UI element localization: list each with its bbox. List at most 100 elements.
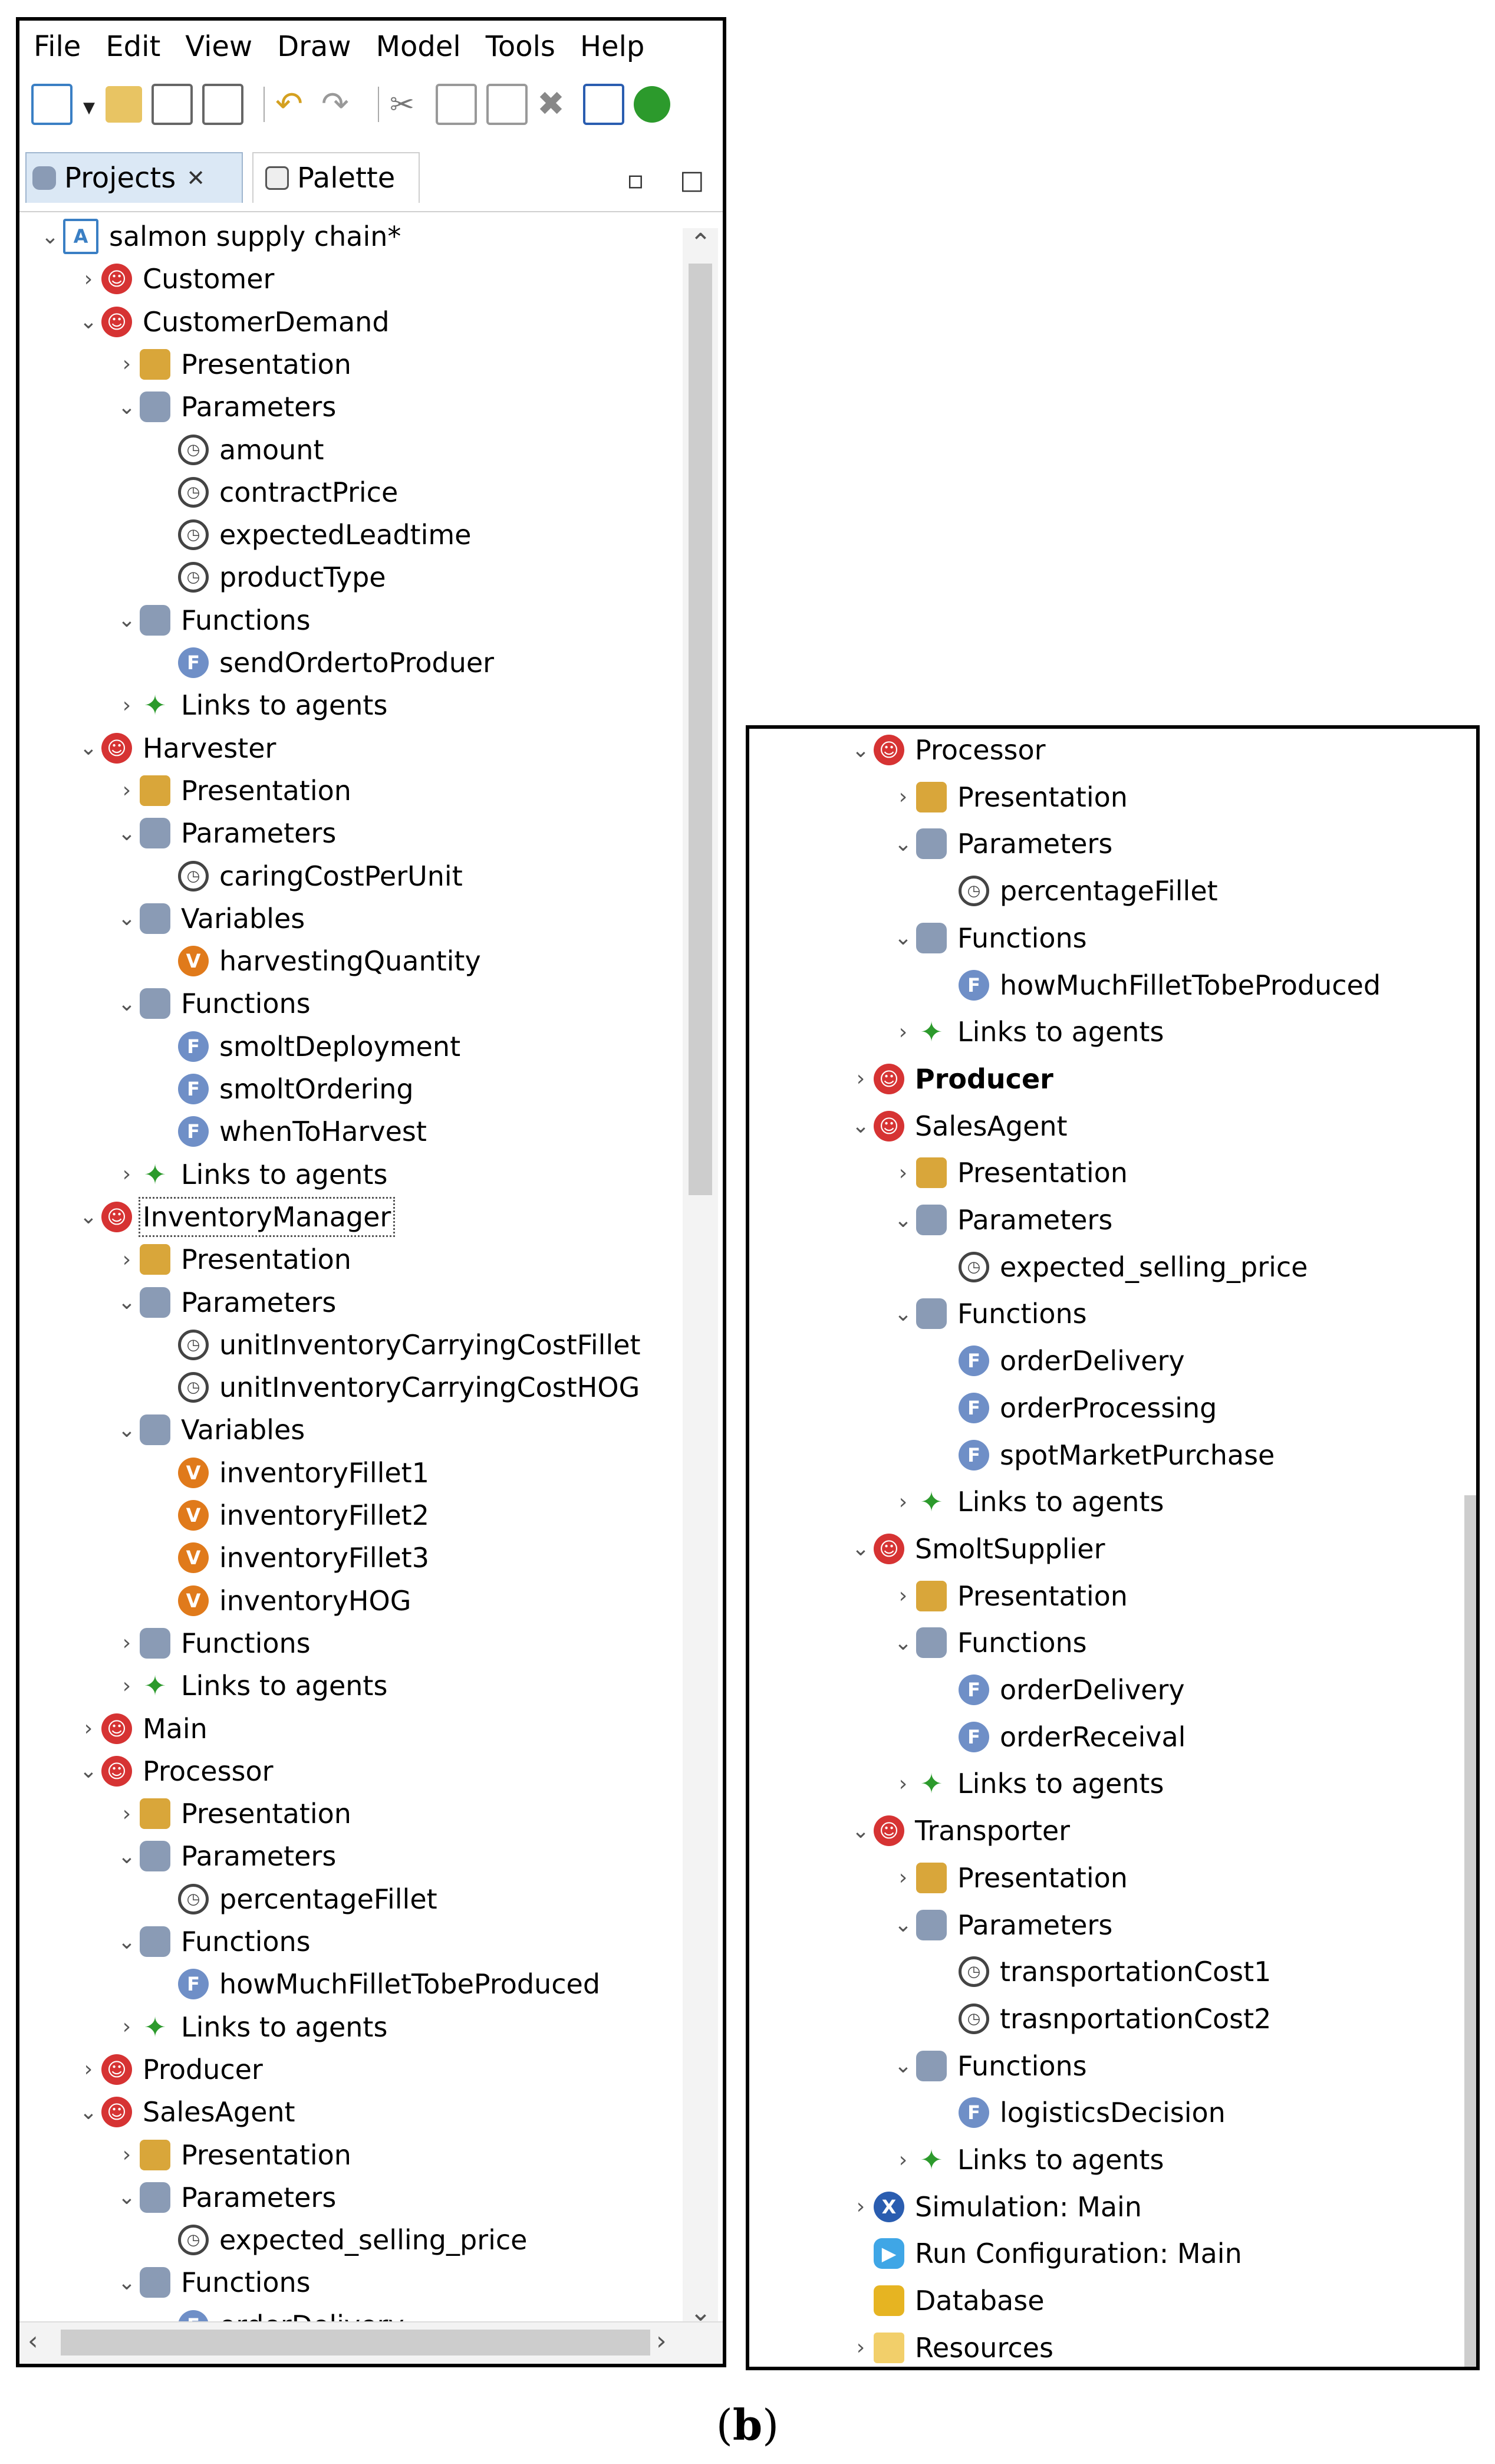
chevron-right-icon[interactable]: › — [122, 1162, 131, 1187]
tree-item[interactable]: ›☺Customer — [75, 258, 275, 300]
minimize-icon[interactable]: ▫ — [627, 165, 644, 195]
tree-item[interactable]: ⌄☺Processor — [848, 729, 1046, 771]
tree-item[interactable]: ⌄☺InventoryManager — [75, 1196, 396, 1238]
redo-icon[interactable]: ↷ — [321, 85, 349, 123]
chevron-down-icon[interactable]: ⌄ — [79, 310, 98, 334]
chevron-right-icon[interactable]: › — [84, 267, 93, 291]
tree-item[interactable]: ›✦Links to agents — [890, 1011, 1164, 1053]
tree-item[interactable]: ›Presentation — [114, 1238, 351, 1281]
chevron-down-icon[interactable]: ⌄ — [117, 1844, 136, 1868]
open-icon[interactable] — [106, 86, 142, 123]
tree-item[interactable]: ⌄Parameters — [114, 2176, 336, 2219]
chevron-right-icon[interactable]: › — [856, 2335, 865, 2360]
delete-icon[interactable]: ✖ — [537, 85, 565, 123]
chevron-right-icon[interactable]: › — [898, 2147, 908, 2172]
chevron-down-icon[interactable]: ⌄ — [41, 224, 60, 249]
chevron-down-icon[interactable]: ⌄ — [894, 926, 913, 950]
menu-help[interactable]: Help — [579, 30, 645, 63]
chevron-right-icon[interactable]: › — [122, 693, 131, 718]
vertical-scroll-thumb[interactable] — [1464, 1495, 1476, 2367]
tree-item[interactable]: ⌄☺Harvester — [75, 727, 276, 769]
tree-item[interactable]: Database — [848, 2279, 1045, 2322]
tree-item[interactable]: ⌄Functions — [114, 2261, 311, 2304]
menu-edit[interactable]: Edit — [106, 30, 161, 63]
chevron-down-icon[interactable]: ⌄ — [894, 2054, 913, 2078]
menu-view[interactable]: View — [185, 30, 253, 63]
tab-projects[interactable]: Projects ✕ — [25, 152, 243, 203]
menu-file[interactable]: File — [34, 30, 81, 63]
tree-item[interactable]: ›✦Links to agents — [114, 1153, 388, 1196]
tree-item[interactable]: ◷caringCostPerUnit — [152, 855, 463, 897]
chevron-right-icon[interactable]: › — [898, 1866, 908, 1890]
tree-item[interactable]: ◷amount — [152, 429, 324, 471]
tree-item[interactable]: ⌄Functions — [114, 982, 311, 1025]
build-icon[interactable] — [583, 84, 624, 125]
chevron-right-icon[interactable]: › — [122, 352, 131, 377]
tree-item[interactable]: ›☺Producer — [848, 1058, 1053, 1100]
chevron-right-icon[interactable]: › — [122, 1801, 131, 1826]
chevron-right-icon[interactable]: › — [84, 2057, 93, 2082]
tree-item[interactable]: ⌄Functions — [890, 2045, 1087, 2087]
chevron-right-icon[interactable]: › — [856, 2195, 865, 2219]
chevron-right-icon[interactable]: › — [122, 1247, 131, 1272]
chevron-down-icon[interactable]: ⌄ — [117, 608, 136, 633]
cut-icon[interactable]: ✂ — [390, 87, 414, 121]
tree-item[interactable]: ›Presentation — [114, 343, 351, 386]
chevron-down-icon[interactable]: ⌄ — [894, 1630, 913, 1655]
tree-item[interactable]: ◷percentageFillet — [933, 870, 1218, 912]
tree-item[interactable]: ◷productType — [152, 556, 386, 598]
chevron-down-icon[interactable]: ⌄ — [79, 2100, 98, 2124]
tree-item[interactable]: ◷unitInventoryCarryingCostFillet — [152, 1324, 641, 1366]
tree-item[interactable]: ◷expected_selling_price — [152, 2219, 528, 2261]
tree-item[interactable]: ⌄Parameters — [114, 1281, 336, 1324]
chevron-down-icon[interactable]: ⌄ — [79, 1759, 98, 1784]
tree-item[interactable]: ›☺Producer — [75, 2048, 263, 2091]
chevron-right-icon[interactable]: › — [122, 778, 131, 803]
chevron-down-icon[interactable]: ⌄ — [117, 394, 136, 419]
tree-item[interactable]: ⌄☺SalesAgent — [848, 1105, 1068, 1147]
chevron-down-icon[interactable]: ⌄ — [117, 991, 136, 1016]
tree-item[interactable]: ⌄Parameters — [114, 1835, 336, 1877]
new-model-icon[interactable] — [31, 84, 73, 125]
chevron-down-icon[interactable]: ⌄ — [894, 1301, 913, 1326]
chevron-right-icon[interactable]: › — [898, 1019, 908, 1044]
chevron-down-icon[interactable]: ⌄ — [117, 2185, 136, 2210]
dropdown-icon[interactable]: ▼ — [83, 99, 95, 117]
tree-item[interactable]: ◷contractPrice — [152, 471, 398, 514]
chevron-down-icon[interactable]: ⌄ — [79, 1205, 98, 1229]
tree-item[interactable]: ⌄Parameters — [890, 823, 1112, 865]
tree-item[interactable]: ⌄☺SalesAgent — [75, 2091, 295, 2133]
scroll-left-icon[interactable]: ‹ — [28, 2326, 38, 2356]
tree-item[interactable]: ›✦Links to agents — [114, 2006, 388, 2048]
tree-item[interactable]: ◷trasnportationCost2 — [933, 1998, 1271, 2040]
vertical-scroll-thumb[interactable] — [689, 264, 712, 1195]
tree-item[interactable]: ◷unitInventoryCarryingCostHOG — [152, 1366, 640, 1409]
tree-item[interactable]: ›Presentation — [114, 2134, 351, 2176]
chevron-down-icon[interactable]: ⌄ — [851, 1818, 870, 1843]
tree-item[interactable]: ›✦Links to agents — [890, 2139, 1164, 2181]
chevron-down-icon[interactable]: ⌄ — [117, 1290, 136, 1314]
paste-icon[interactable] — [486, 84, 528, 125]
tree-item[interactable]: ⌄☺Processor — [75, 1750, 274, 1792]
chevron-down-icon[interactable]: ⌄ — [894, 1913, 913, 1937]
chevron-down-icon[interactable]: ⌄ — [117, 2270, 136, 2295]
undo-icon[interactable]: ↶ — [275, 85, 303, 123]
horizontal-scrollbar[interactable]: ‹ › — [19, 2321, 723, 2364]
tree-item[interactable]: ⌄Variables — [114, 897, 305, 940]
tree-item[interactable]: ⌄☺CustomerDemand — [75, 301, 390, 343]
chevron-down-icon[interactable]: ⌄ — [851, 1537, 870, 1561]
chevron-right-icon[interactable]: › — [898, 785, 908, 810]
tree-item[interactable]: ›Presentation — [114, 769, 351, 812]
